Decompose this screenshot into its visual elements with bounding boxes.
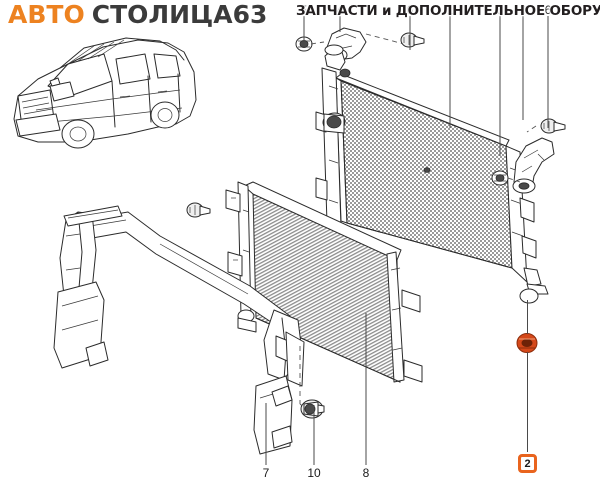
vehicle-thumbnail [13,37,197,149]
part-bolt-right [540,118,566,134]
callout-label: 3 [519,3,527,17]
callout-6-bolt-top[interactable]: 6 [404,4,416,54]
callout-label: 4 [336,3,344,17]
callout-10-clip[interactable]: 10 [305,401,323,479]
callout-5-grommet-top[interactable]: 5 [298,4,310,48]
selected-callout-badge-2[interactable]: 2 [518,454,537,473]
callout-4-bracket[interactable]: 4 [334,4,346,36]
callout-leader-line [303,16,305,44]
callout-2-leader-line [527,352,528,452]
callout-8-condenser[interactable]: 8 [359,309,373,479]
callout-leader-line [265,403,267,465]
callout-leader-line [339,16,341,32]
part-grommet-right [491,170,509,186]
callout-2-leader-line-upper [527,300,528,334]
callout-leader-line [409,16,411,50]
part-mount-bracket-right [512,137,555,194]
callout-leader-line [522,16,524,120]
logo-text-stolica: СТОЛИЦА63 [91,0,268,29]
callout-6-bolt-right[interactable]: 6 [542,4,554,132]
part-clip [300,399,325,419]
callout-label: 6 [544,3,552,17]
callout-label: 1 [446,3,454,17]
page-title: ЗАПЧАСТИ и ДОПОЛНИТЕЛЬНОЕ ОБОРУДОВАНИЕ [296,3,600,19]
callout-label: 8 [362,466,370,480]
callout-label: 7 [262,466,270,480]
part-condenser [225,181,423,383]
callout-label: 5 [300,3,308,17]
logo-text-auto: АВТО [8,0,85,29]
callout-leader-line [449,16,451,128]
callout-label: 5 [496,3,504,17]
callout-label: 10 [307,466,321,480]
callout-leader-line [499,16,501,156]
part-air-deflector [53,205,305,455]
selected-callout-label: 2 [524,457,531,470]
callout-leader-line [365,313,367,465]
highlighted-part-2 [516,333,538,353]
part-bolt-top [400,32,425,48]
callout-1-radiator[interactable]: 1 [444,4,456,132]
callout-label: 6 [406,3,414,17]
callout-5-grommet-right[interactable]: 5 [494,4,506,160]
part-bolt-deflector [186,202,211,218]
callout-7-air-deflector[interactable]: 7 [259,399,273,479]
callout-leader-line [313,405,315,465]
part-radiator [315,44,549,304]
callout-leader-line [547,16,549,128]
callout-3-bracket-right[interactable]: 3 [517,4,529,124]
